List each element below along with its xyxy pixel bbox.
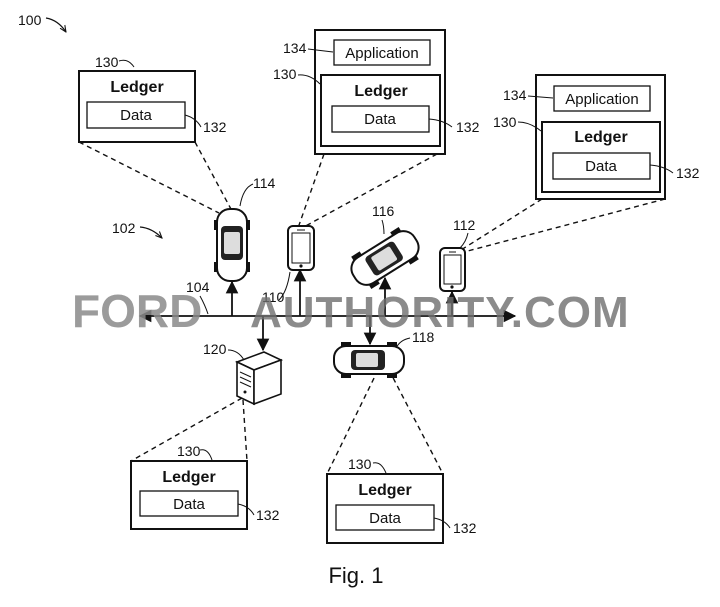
vehicle-118-icon <box>333 342 405 378</box>
vehicle-114-icon <box>214 208 250 282</box>
figure-ref-100: 100 <box>18 12 66 32</box>
vehicle-118-label: 118 <box>412 329 435 345</box>
ledger-box-5: Ledger Data 130 132 <box>326 456 477 544</box>
ledger-box-3: Application Ledger Data 134 130 132 <box>493 74 700 200</box>
data-label: Data <box>369 510 401 527</box>
phone-110-label: 110 <box>262 289 285 305</box>
ledger-title: Ledger <box>354 83 407 100</box>
network-label: 102 <box>112 220 136 236</box>
phone-112-label: 112 <box>453 217 476 233</box>
data-ref: 132 <box>676 165 700 181</box>
phone-112-icon <box>439 247 466 292</box>
data-ref: 132 <box>453 520 477 536</box>
ledger-box-4: Ledger Data 130 132 <box>130 443 280 530</box>
phone-110-icon <box>287 225 315 271</box>
ledger-title: Ledger <box>110 79 163 96</box>
application-label: Application <box>345 45 418 62</box>
data-ref: 132 <box>456 119 480 135</box>
ledger-title: Ledger <box>162 469 215 486</box>
watermark-rest: AUTHORITY.COM <box>250 288 630 337</box>
vehicle-114-label: 114 <box>253 175 276 191</box>
figure-number-label: 100 <box>18 12 42 28</box>
projection-lines <box>78 141 666 475</box>
ledger-ref: 130 <box>177 443 201 459</box>
ledger-title: Ledger <box>358 482 411 499</box>
data-ref: 132 <box>203 119 227 135</box>
network-ref-102: 102 <box>112 220 162 238</box>
data-ref: 132 <box>256 507 280 523</box>
server-120-icon <box>234 351 284 406</box>
bus-label: 104 <box>186 279 210 295</box>
application-ref: 134 <box>503 87 527 103</box>
application-ref: 134 <box>283 40 307 56</box>
ledger-title: Ledger <box>574 129 627 146</box>
vehicle-116-icon <box>350 227 420 289</box>
data-label: Data <box>173 496 205 513</box>
application-label: Application <box>565 91 638 108</box>
watermark-brand: FORD <box>72 285 202 337</box>
data-label: Data <box>585 158 617 175</box>
ledger-ref: 130 <box>493 114 517 130</box>
ledger-box-2: Application Ledger Data 134 130 132 <box>273 29 480 155</box>
server-120-label: 120 <box>203 341 227 357</box>
data-label: Data <box>364 111 396 128</box>
ledger-ref: 130 <box>95 54 119 70</box>
figure-caption: Fig. 1 <box>328 563 383 588</box>
data-label: Data <box>120 107 152 124</box>
ledger-box-1: Ledger Data 130 132 <box>78 54 227 143</box>
ledger-ref: 130 <box>273 66 297 82</box>
vehicle-116-label: 116 <box>372 203 395 219</box>
network-bus <box>138 268 517 352</box>
watermark: FORD AUTHORITY.COM <box>72 285 630 337</box>
ledger-ref: 130 <box>348 456 372 472</box>
